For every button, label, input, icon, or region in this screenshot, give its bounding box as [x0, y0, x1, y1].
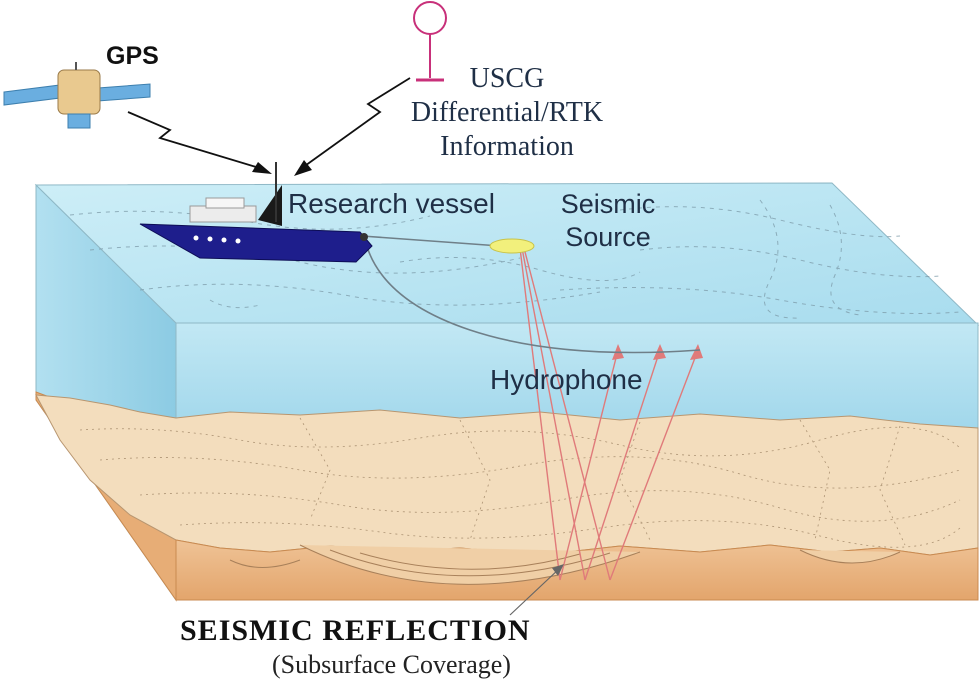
gps-signal-arrowhead [252, 162, 272, 174]
uscg-label: USCG Differential/RTK Information [392, 62, 622, 164]
water-surface [34, 182, 980, 326]
gps-label: GPS [106, 42, 159, 70]
subsurface-layer-3 [229, 559, 301, 568]
reflection-point-arrowhead [552, 564, 564, 576]
seismic-source-label-line-1: Seismic [560, 189, 656, 219]
diagram-subtitle: (Subsurface Coverage) [272, 650, 511, 679]
antenna-icon [413, 1, 447, 82]
diagram-title: SEISMIC REFLECTION [180, 614, 531, 647]
hydrophone-streamer [364, 239, 701, 354]
hydrophone-label: Hydrophone [490, 364, 643, 395]
uscg-label-line-3: Information [440, 131, 574, 162]
seismic-rays [519, 247, 699, 581]
subsurface-layer-1 [329, 549, 611, 577]
seafloor-texture [79, 417, 961, 548]
satellite-icon [3, 62, 151, 129]
reflection-point-pointer [509, 567, 561, 616]
uscg-signal-lightning [301, 77, 411, 169]
subsurface-layer-2 [359, 552, 581, 570]
ship-icon [139, 162, 373, 263]
uscg-label-line-2: Differential/RTK [410, 97, 604, 128]
seismic-source-icon [489, 238, 535, 254]
uscg-signal-arrowhead [294, 160, 312, 176]
seafloor-surface [35, 394, 979, 556]
source-tow-line [361, 235, 501, 247]
subsurface-basin [299, 544, 641, 585]
lightning-icon [127, 111, 267, 171]
seismic-source-label-line-2: Source [565, 222, 651, 252]
subsurface-layer-4 [799, 549, 901, 564]
research-vessel-label: Research vessel [288, 188, 495, 219]
seismic-source-label: Seismic Source [548, 188, 668, 254]
uscg-label-line-1: USCG [469, 63, 545, 94]
